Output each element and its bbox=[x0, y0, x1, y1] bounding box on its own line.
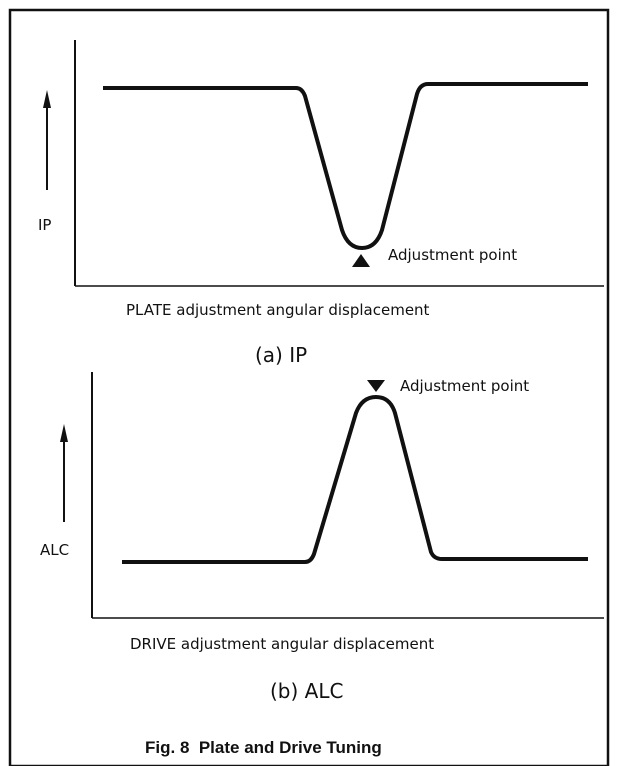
panel-b-adjustment-marker bbox=[367, 380, 385, 392]
panel-a: IP Adjustment point PLATE adjustment ang… bbox=[38, 40, 604, 367]
panel-a-title: (a) IP bbox=[255, 343, 307, 367]
panel-a-y-label: IP bbox=[38, 216, 51, 234]
panel-b-y-label: ALC bbox=[40, 541, 69, 559]
panel-b-y-arrow-head bbox=[60, 424, 68, 442]
panel-b-marker-label: Adjustment point bbox=[400, 377, 529, 395]
panel-b: ALC Adjustment point DRIVE adjustment an… bbox=[40, 372, 604, 703]
panel-b-x-label: DRIVE adjustment angular displacement bbox=[130, 635, 434, 653]
panel-a-curve bbox=[103, 82, 588, 250]
figure-border bbox=[8, 8, 610, 766]
panel-a-marker-label: Adjustment point bbox=[388, 246, 517, 264]
panel-a-adjustment-marker bbox=[352, 254, 370, 267]
panel-a-y-arrow-head bbox=[43, 90, 51, 108]
figure-caption: Fig. 8 Plate and Drive Tuning bbox=[145, 738, 382, 757]
panel-b-curve bbox=[122, 395, 588, 564]
panel-a-x-label: PLATE adjustment angular displacement bbox=[126, 301, 430, 319]
panel-b-title: (b) ALC bbox=[270, 679, 343, 703]
